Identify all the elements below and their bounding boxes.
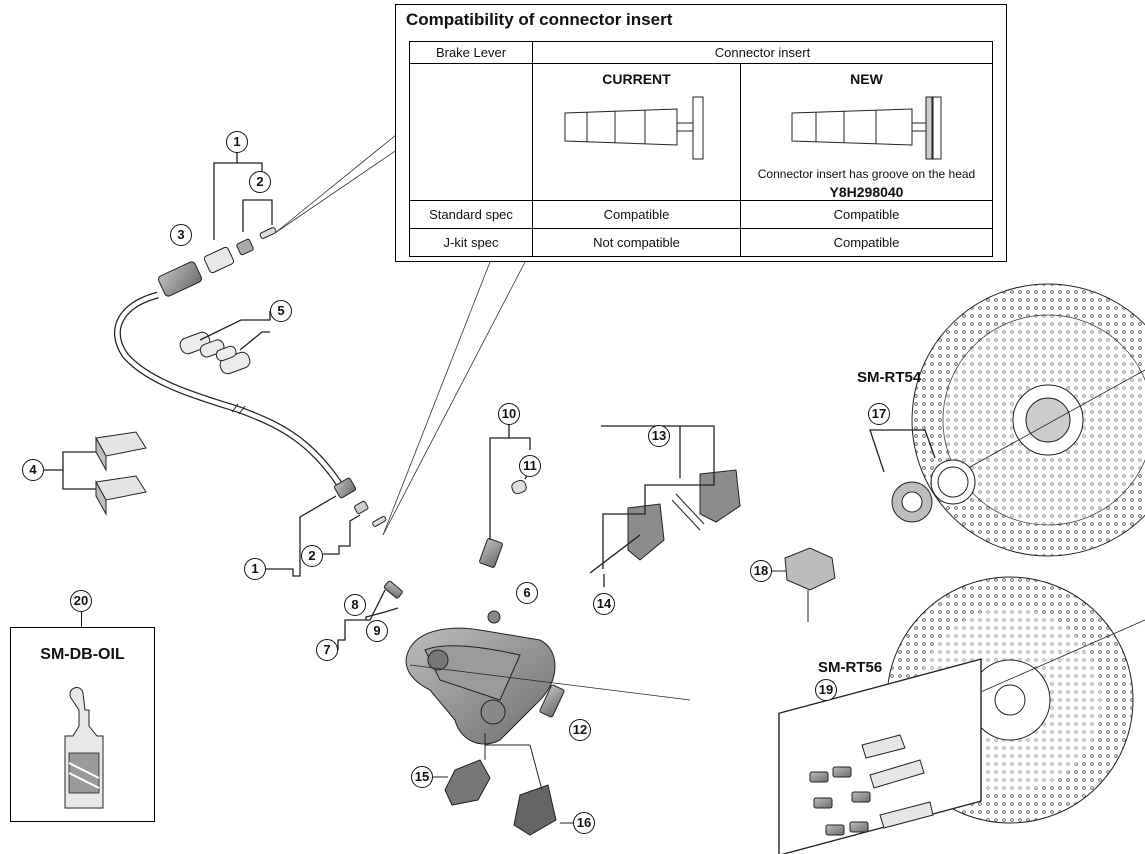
brake-hose [113, 291, 343, 487]
callout-20: 20 [70, 590, 92, 612]
oil-bottle-icon [64, 687, 104, 809]
callout-13: 13 [648, 425, 670, 447]
callout-15: 15 [411, 766, 433, 788]
callout-2-lower: 2 [301, 545, 323, 567]
callout-group-4 [44, 451, 96, 490]
new-insert-cell: NEW Connector insert has groove on the h… [740, 63, 993, 201]
header-connector-insert: Connector insert [532, 41, 993, 64]
standard-new-value: Compatible [740, 200, 993, 229]
rt54-lockring-parts [891, 459, 976, 523]
new-insert-part-number: Y8H298040 [829, 184, 904, 200]
brake-caliper [405, 627, 691, 745]
callout-20-leader [81, 612, 82, 628]
empty-cell [409, 63, 533, 201]
callout-18: 18 [750, 560, 772, 582]
callout-group-17 [869, 429, 936, 473]
callout-5: 5 [270, 300, 292, 322]
callout-6: 6 [516, 582, 538, 604]
callout-11: 11 [519, 455, 541, 477]
new-insert-note: Connector insert has groove on the head [757, 167, 976, 181]
callout-7: 7 [316, 639, 338, 661]
rotor-label-rt56: SM-RT56 [818, 659, 883, 676]
lower-connector-parts [333, 477, 387, 527]
rotor-bolts-box [778, 658, 982, 854]
jkit-new-value: Compatible [740, 228, 993, 257]
callout-1: 1 [226, 131, 248, 153]
upper-connector-parts [158, 227, 277, 297]
current-label: CURRENT [602, 71, 671, 87]
callout-group-1-upper [213, 152, 273, 240]
new-insert-icon [791, 96, 941, 160]
callout-group-7-8-9 [337, 589, 399, 650]
callout-8: 8 [344, 594, 366, 616]
callout-9: 9 [366, 620, 388, 642]
current-insert-cell: CURRENT [532, 63, 741, 201]
current-insert-icon [564, 96, 703, 160]
hose-clamps-5 [179, 331, 251, 375]
rotor-label-rt54: SM-RT54 [857, 369, 922, 386]
callout-17: 17 [868, 403, 890, 425]
callout-1-lower: 1 [244, 558, 266, 580]
pad-spacer-and-pads [432, 733, 573, 836]
compatibility-table-box: Compatibility of connector insert Brake … [395, 4, 1007, 262]
callout-19: 19 [815, 679, 837, 701]
compatibility-table: Brake Lever Connector insert CURRENT NEW [409, 41, 993, 257]
compatibility-title: Compatibility of connector insert [406, 10, 673, 29]
oil-label: SM-DB-OIL [40, 646, 125, 663]
oil-bottle-box: SM-DB-OIL [10, 627, 155, 822]
rotor-sm-rt54 [911, 283, 1145, 557]
callout-group-1-lower [266, 495, 361, 577]
header-brake-lever: Brake Lever [409, 41, 533, 64]
lockring-tool [771, 547, 836, 622]
bleed-blocks-4 [95, 431, 147, 516]
callout-12: 12 [569, 719, 591, 741]
row-standard-spec: Standard spec [409, 200, 533, 229]
small-bolts [383, 479, 565, 718]
callout-4: 4 [22, 459, 44, 481]
new-label: NEW [850, 71, 883, 87]
callout-14: 14 [593, 593, 615, 615]
callout-3: 3 [170, 224, 192, 246]
jkit-current-value: Not compatible [532, 228, 741, 257]
brake-pads [589, 469, 741, 574]
standard-current-value: Compatible [532, 200, 741, 229]
callout-10: 10 [498, 403, 520, 425]
row-jkit-spec: J-kit spec [409, 228, 533, 257]
callout-16: 16 [573, 812, 595, 834]
callout-2: 2 [249, 171, 271, 193]
